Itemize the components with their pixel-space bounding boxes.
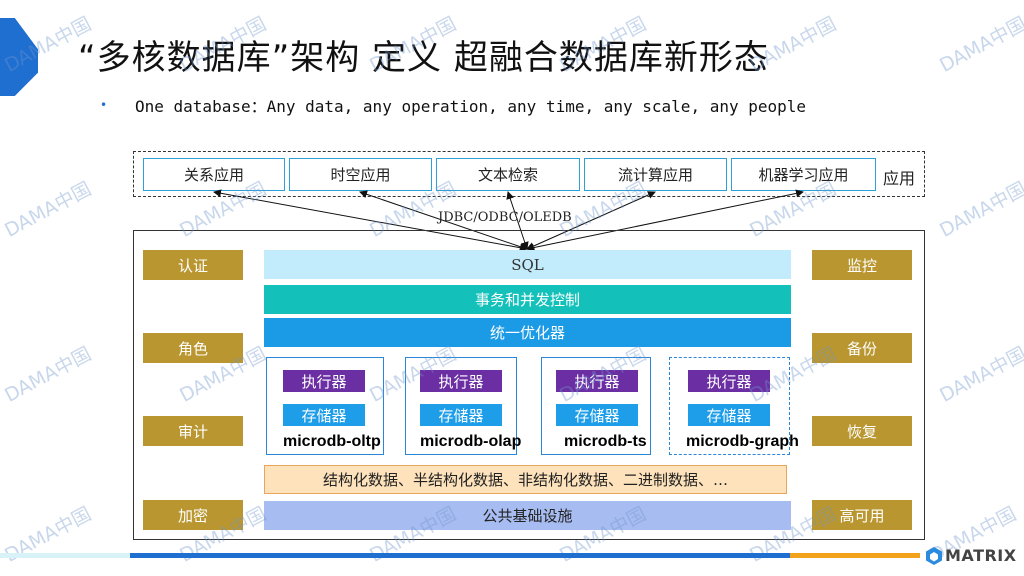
monitor-box: 监控 [812, 250, 912, 280]
app-relational: 关系应用 [143, 158, 285, 191]
data-types-layer: 结构化数据、半结构化数据、非结构化数据、二进制数据、… [264, 465, 787, 494]
auth-box: 认证 [143, 250, 243, 280]
recovery-box: 恢复 [812, 416, 912, 446]
bullet-text: One database：Any data, any operation, an… [135, 97, 807, 116]
app-stream: 流计算应用 [584, 158, 727, 191]
database-frame [133, 230, 925, 540]
encryption-box: 加密 [143, 500, 243, 530]
app-ml: 机器学习应用 [731, 158, 876, 191]
slide-title: “多核数据库”架构 定义 超融合数据库新形态 [78, 38, 769, 78]
engine-ts-name: microdb-ts [564, 433, 647, 450]
role-box: 角色 [143, 333, 243, 363]
engine-olap-executor: 执行器 [420, 370, 502, 392]
sql-layer: SQL [264, 250, 791, 279]
footer-stripe [790, 553, 920, 558]
optimizer-layer: 统一优化器 [264, 318, 791, 347]
matrix-logo-icon [926, 547, 942, 565]
matrix-logo-text: MATRIX [945, 546, 1017, 565]
app-spatiotemporal: 时空应用 [289, 158, 432, 191]
audit-box: 审计 [143, 416, 243, 446]
bullet-icon: • [100, 98, 108, 112]
engine-oltp-name: microdb-oltp [283, 433, 381, 450]
engine-graph-frame [669, 357, 790, 455]
footer-stripe [0, 553, 130, 558]
engine-olap-frame [405, 357, 517, 455]
engine-oltp-executor: 执行器 [283, 370, 365, 392]
interface-label: JDBC/ODBC/OLEDB [438, 210, 572, 225]
footer-stripe [130, 553, 790, 558]
engine-ts-frame [541, 357, 651, 455]
high-availability-box: 高可用 [812, 500, 912, 530]
transaction-layer: 事务和并发控制 [264, 285, 791, 314]
engine-ts-storage: 存储器 [556, 404, 638, 426]
engine-ts-executor: 执行器 [556, 370, 638, 392]
engine-oltp-storage: 存储器 [283, 404, 365, 426]
engine-graph-executor: 执行器 [688, 370, 770, 392]
backup-box: 备份 [812, 333, 912, 363]
app-layer-label: 应用 [883, 169, 916, 188]
app-text-search: 文本检索 [436, 158, 580, 191]
engine-olap-name: microdb-olap [420, 433, 522, 450]
engine-olap-storage: 存储器 [420, 404, 502, 426]
engine-graph-name: microdb-graph [686, 433, 799, 450]
engine-graph-storage: 存储器 [688, 404, 770, 426]
infrastructure-layer: 公共基础设施 [264, 501, 791, 530]
engine-oltp-frame [266, 357, 384, 455]
